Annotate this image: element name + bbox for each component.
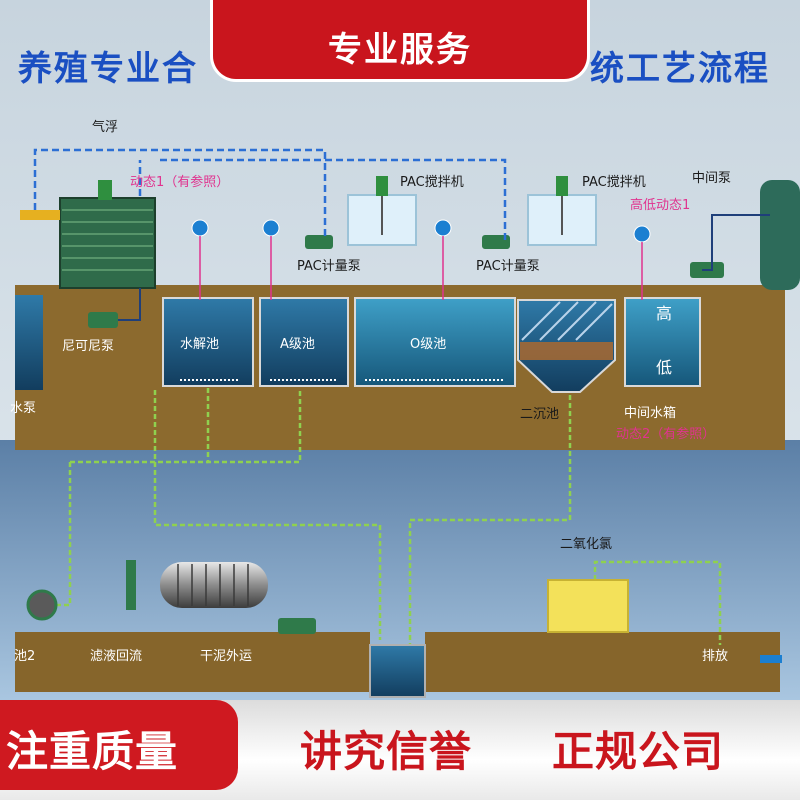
slogan-reputation: 讲究信誉 bbox=[300, 727, 473, 776]
label-high: 高 bbox=[656, 304, 673, 323]
label-pac-pump-1: PAC计量泵 bbox=[297, 259, 361, 274]
a-tank bbox=[259, 297, 349, 387]
top-service-badge-label: 专业服务 bbox=[328, 30, 472, 70]
discharge-outlet bbox=[760, 655, 782, 663]
quality-badge-label: 注重质量 bbox=[6, 727, 179, 776]
o-tank bbox=[354, 297, 516, 387]
blower bbox=[26, 589, 58, 621]
air-flotation-tank bbox=[59, 197, 156, 289]
label-pac-pump-2: PAC计量泵 bbox=[476, 259, 540, 274]
filter-press-ribs bbox=[177, 564, 249, 606]
nico-pump bbox=[88, 312, 118, 328]
label-mid-pump: 中间泵 bbox=[692, 171, 732, 186]
probe-lines bbox=[199, 236, 643, 300]
hydrolysis-tank bbox=[162, 297, 254, 387]
label-dynamic1: 动态1（有参照） bbox=[130, 175, 230, 190]
left-tank bbox=[15, 295, 43, 390]
label-dynamic2: 动态2（有参照） bbox=[616, 427, 716, 442]
label-dry-sludge: 干泥外运 bbox=[200, 649, 253, 664]
filter-press bbox=[160, 562, 268, 608]
diagram-title-left: 养殖专业合 bbox=[18, 49, 198, 89]
label-low: 低 bbox=[656, 358, 673, 377]
clarifier-plates bbox=[521, 301, 613, 341]
flotation-motor bbox=[98, 180, 112, 200]
sludge-pump bbox=[278, 618, 316, 634]
middle-water-tank bbox=[624, 297, 701, 387]
label-tank-2: 池2 bbox=[14, 649, 36, 664]
label-air-flotation: 气浮 bbox=[92, 120, 119, 135]
pac-pump-2 bbox=[482, 235, 510, 249]
label-hydrolysis-tank: 水解池 bbox=[180, 337, 220, 352]
label-a-tank: A级池 bbox=[280, 337, 315, 352]
label-mid-tank: 中间水箱 bbox=[624, 406, 677, 421]
label-nico-pump: 尼可尼泵 bbox=[62, 339, 115, 354]
flotation-inlet bbox=[20, 210, 60, 220]
diagram-title-right: 统工艺流程 bbox=[590, 49, 770, 89]
label-o-tank: O级池 bbox=[410, 337, 447, 352]
label-pac-mixer-1: PAC搅拌机 bbox=[400, 175, 464, 190]
label-high-low-dynamic1: 高低动态1 bbox=[630, 198, 691, 213]
air-pipes bbox=[33, 148, 507, 240]
process-pipes bbox=[118, 214, 770, 321]
label-water-pump: 水泵 bbox=[10, 401, 37, 416]
lower-ground-left bbox=[15, 632, 370, 692]
label-chlorine-dioxide: 二氧化氯 bbox=[560, 537, 613, 552]
label-pac-mixer-2: PAC搅拌机 bbox=[582, 175, 646, 190]
slogan-legit-company: 正规公司 bbox=[552, 727, 725, 776]
label-filtrate-return: 滤液回流 bbox=[90, 649, 143, 664]
sludge-pit bbox=[369, 644, 426, 698]
label-secondary-clarifier: 二沉池 bbox=[520, 407, 560, 422]
right-tower bbox=[760, 180, 800, 290]
lower-ground-right bbox=[425, 632, 780, 692]
label-discharge: 排放 bbox=[702, 649, 729, 664]
air-flotation-media bbox=[62, 209, 153, 271]
quality-badge bbox=[0, 700, 238, 790]
chlorine-dioxide-unit bbox=[547, 579, 629, 633]
pac-pump-1 bbox=[305, 235, 333, 249]
top-service-badge: 专业服务 bbox=[210, 0, 590, 82]
